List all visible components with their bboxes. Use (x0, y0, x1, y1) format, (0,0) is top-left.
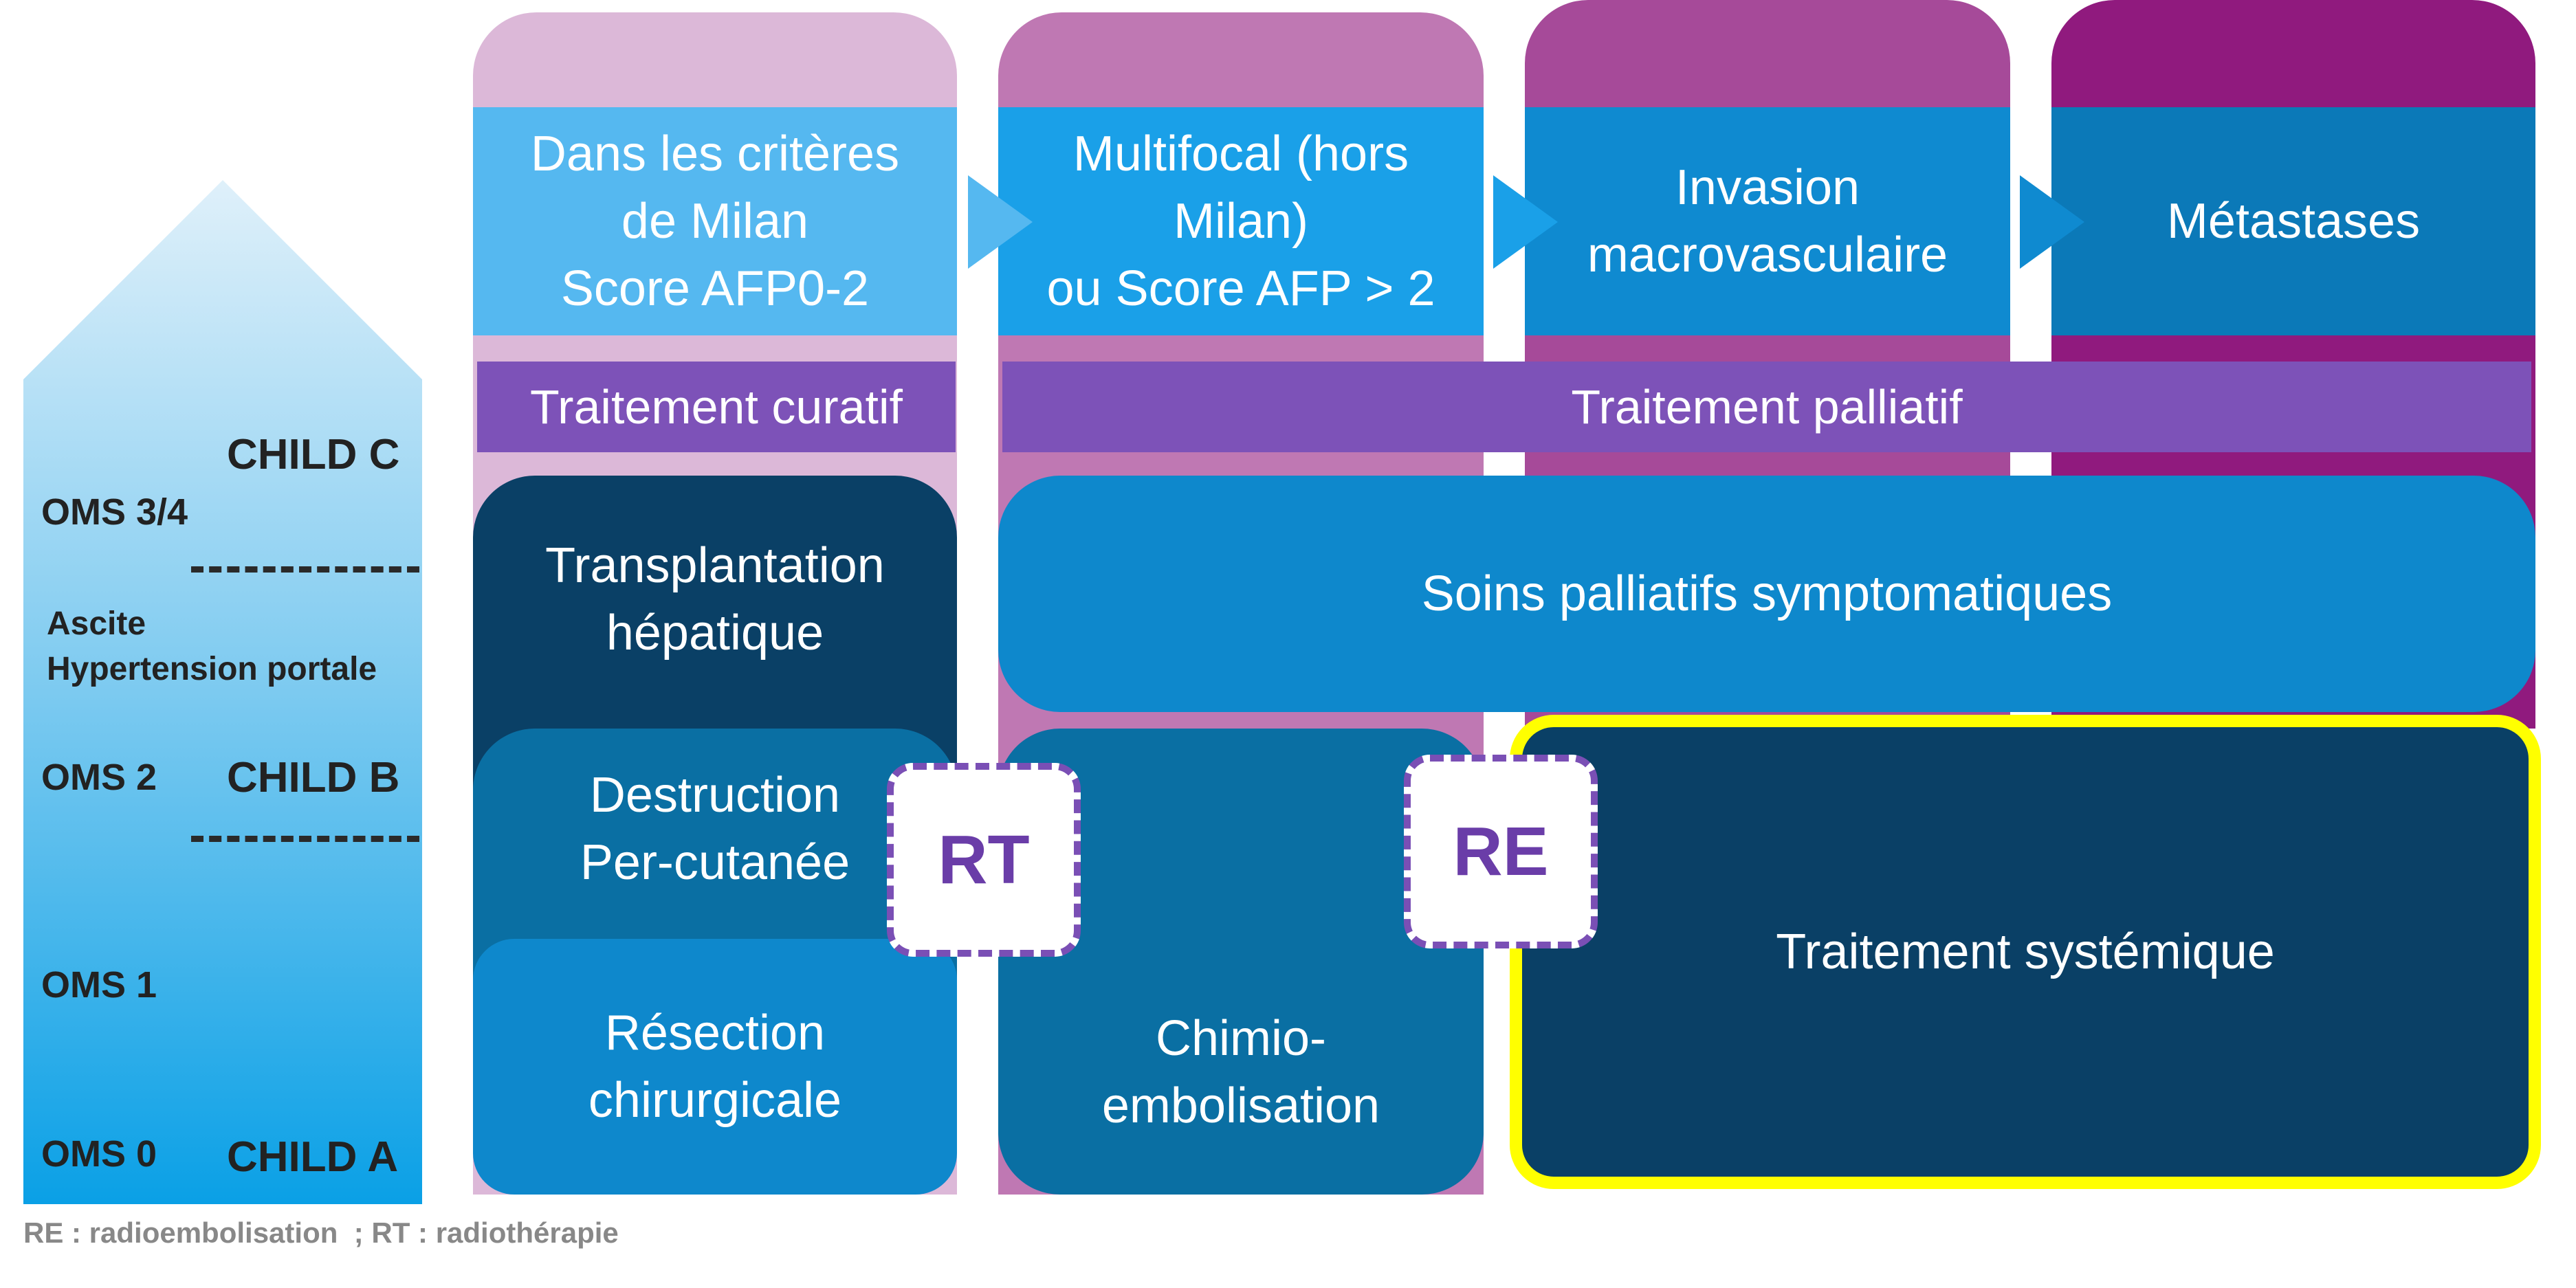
stage-box-invasion: Invasion macrovasculaire (1525, 107, 2010, 335)
label-oms-1: OMS 1 (41, 964, 157, 1006)
label-oms-2: OMS 2 (41, 757, 157, 798)
badge-re-label: RE (1453, 812, 1549, 890)
stage-label-metastases: Métastases (2166, 194, 2421, 249)
header-traitement-palliatif-label: Traitement palliatif (1571, 380, 1963, 434)
label-hypertension-portale: Hypertension portale (47, 651, 377, 687)
box-resection-chirurgicale: Résection chirurgicale (473, 939, 957, 1195)
resection-label: Résection chirurgicale (588, 1006, 842, 1128)
label-ascite: Ascite (47, 606, 146, 642)
footnote: RE : radioembolisation ; RT : radiothéra… (23, 1217, 619, 1249)
box-soins-palliatifs: Soins palliatifs symptomatiques (998, 476, 2535, 712)
stage-label-multifocal: Multifocal (hors Milan) ou Score AFP > 2 (1046, 126, 1435, 316)
header-traitement-palliatif: Traitement palliatif (1002, 362, 2531, 452)
label-oms-3-4: OMS 3/4 (41, 491, 188, 533)
stage-box-metastases: Métastases (2051, 107, 2535, 335)
header-traitement-curatif-label: Traitement curatif (529, 380, 903, 434)
destruction-label: Destruction Per-cutanée (580, 768, 850, 890)
badge-re: RE (1404, 755, 1598, 948)
badge-rt: RT (887, 763, 1081, 957)
badge-rt-label: RT (938, 821, 1030, 898)
systemique-label: Traitement systémique (1776, 924, 2275, 979)
divider-dashed-upper (191, 566, 419, 573)
transplantation-label: Transplantation hépatique (545, 538, 885, 660)
divider-dashed-lower (191, 836, 419, 842)
label-child-b: CHILD B (227, 754, 400, 801)
chimio-label: Chimio- embolisation (1101, 1011, 1380, 1133)
header-traitement-curatif: Traitement curatif (477, 362, 956, 452)
stage-label-invasion: Invasion macrovasculaire (1587, 160, 1948, 282)
label-oms-0: OMS 0 (41, 1133, 157, 1175)
stage-box-multifocal: Multifocal (hors Milan) ou Score AFP > 2 (998, 107, 1484, 335)
label-child-a: CHILD A (227, 1133, 399, 1181)
stage-box-milan: Dans les critères de Milan Score AFP0-2 (473, 107, 957, 335)
severity-scale-arrow (23, 180, 422, 1204)
stage-label-milan: Dans les critères de Milan Score AFP0-2 (530, 126, 900, 316)
chevron-arrow-1 (968, 175, 1033, 269)
chevron-arrow-2 (1493, 175, 1558, 269)
box-traitement-systemique: Traitement systémique (1510, 715, 2541, 1189)
label-child-c: CHILD C (227, 431, 400, 478)
chevron-arrow-3 (2020, 175, 2084, 269)
soins-label: Soins palliatifs symptomatiques (1421, 566, 2113, 621)
